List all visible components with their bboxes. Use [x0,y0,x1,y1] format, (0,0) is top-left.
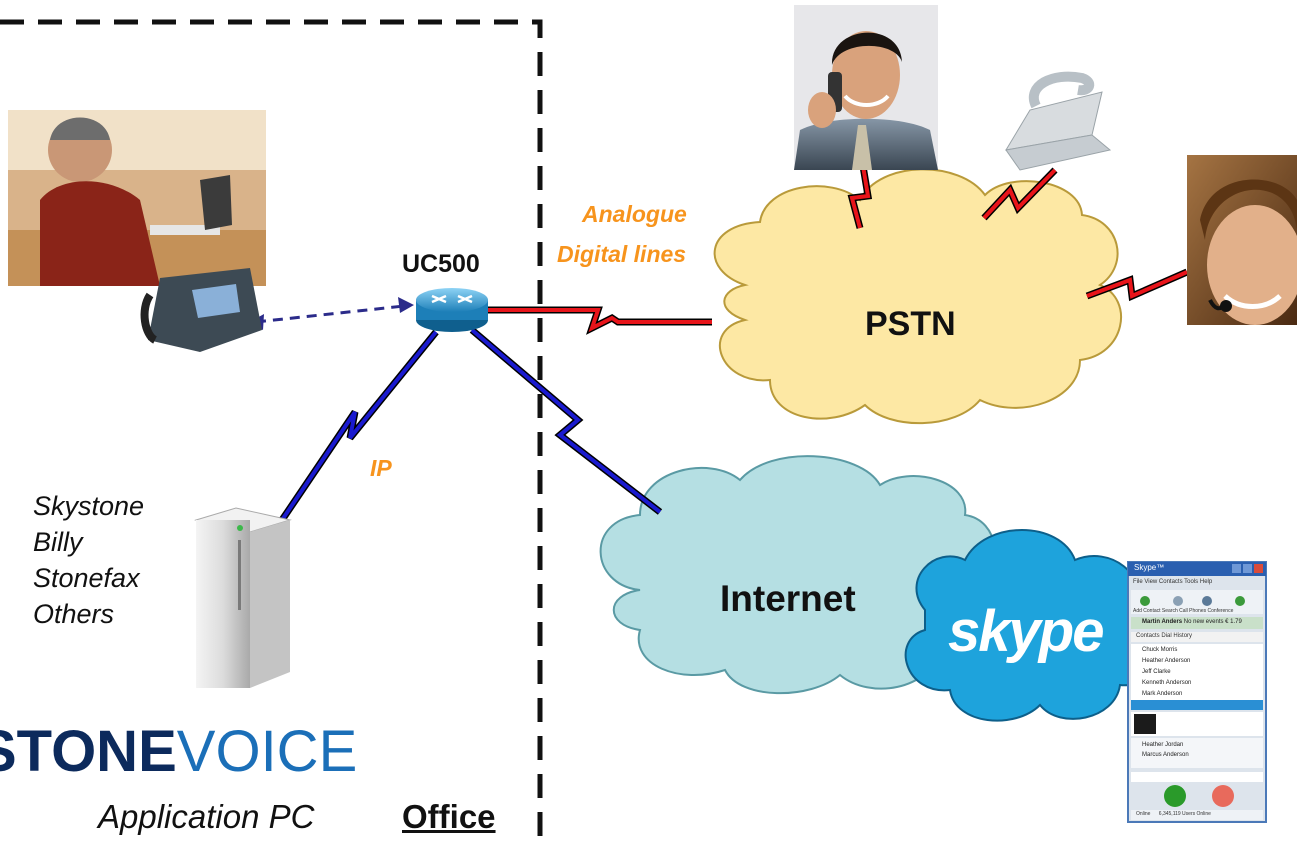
office-boundary [0,19,543,842]
analogue-label: Analogue [582,201,687,227]
businessman-photo [794,5,938,170]
uc500-router-icon [416,288,488,332]
skype-status-bar: Online 6,345,119 Users Online [1136,811,1211,817]
skype-status: Online [1136,811,1151,817]
skype-window-screenshot [1127,561,1267,823]
office-label: Office [402,798,496,835]
app-item-stonefax: Stonefax [33,563,140,593]
skype-toolbar-search: Search [1161,608,1178,614]
skype-menu: File View Contacts Tools Help [1133,579,1212,585]
skype-tab-history: History [1173,633,1193,639]
skype-logo-text: skype [948,599,1104,664]
skype-contact-item: Marcus Anderson [1142,752,1189,758]
skype-contact-item: Jeff Clarke [1142,669,1171,675]
skype-toolbar-conference: Conference [1207,608,1234,614]
stonevoice-logo-light: VOICE [176,719,358,784]
skype-contact-item: Heather Jordan [1142,742,1184,748]
skype-contact-item: Heather Anderson [1142,658,1191,664]
digital-lines-label: Digital lines [557,241,687,267]
skype-events: No new events [1183,619,1224,625]
skype-tab-dial: Dial [1161,633,1172,639]
application-pc-label: Application PC [98,798,315,835]
ip-label: IP [370,455,392,481]
fax-machine-icon [1005,71,1112,171]
skype-menu-view: View [1144,579,1158,585]
skype-online-count: 6,345,119 Users Online [1158,811,1211,817]
server-tower-icon [194,507,292,688]
skype-contact-item: Chuck Morris [1142,647,1178,653]
skype-contact-item: Mark Anderson [1142,691,1183,697]
app-item-skystone: Skystone [33,491,145,521]
internet-label: Internet [720,578,856,619]
skype-tab-contacts: Contacts [1136,633,1160,639]
skype-menu-help: Help [1199,579,1213,585]
woman-headset-photo [1187,155,1297,325]
uc500-label: UC500 [402,250,480,278]
skype-window-title: Skype™ [1134,563,1165,572]
skype-user-name: Martin Anders [1142,619,1183,625]
skype-contact-item: Kenneth Anderson [1142,680,1192,686]
blue-links [279,327,663,522]
app-item-others: Others [33,599,115,629]
ip-phone-icon [140,268,262,352]
stonevoice-logo-bold: STONE [0,719,177,784]
application-list: Skystone Billy Stonefax Others [33,488,144,632]
skype-toolbar-add-contact: Add Contact [1133,608,1161,614]
pstn-cloud [713,168,1123,425]
skype-contact-list-2: Heather Jordan Marcus Anderson [1142,740,1189,760]
skype-toolbar-call-phones: Call Phones [1179,608,1207,614]
skype-toolbar: Add Contact Search Call Phones Conferenc… [1133,608,1233,614]
skype-menu-file: File [1133,579,1143,585]
skype-menu-tools: Tools [1184,579,1199,585]
app-item-billy: Billy [33,527,83,557]
skype-user-bar: Martin Anders No new events € 1.79 [1142,619,1242,625]
pstn-label: PSTN [865,305,956,343]
stonevoice-logo: STONEVOICE [0,722,357,782]
skype-tabs: Contacts Dial History [1136,633,1192,639]
red-links [478,159,1189,335]
skype-credit: € 1.79 [1225,619,1242,625]
skype-contact-list: Chuck Morris Heather Anderson Jeff Clark… [1142,645,1191,700]
skype-menu-contacts: Contacts [1158,579,1183,585]
dashed-arrow [248,297,414,330]
man-laptop-photo [8,110,266,286]
